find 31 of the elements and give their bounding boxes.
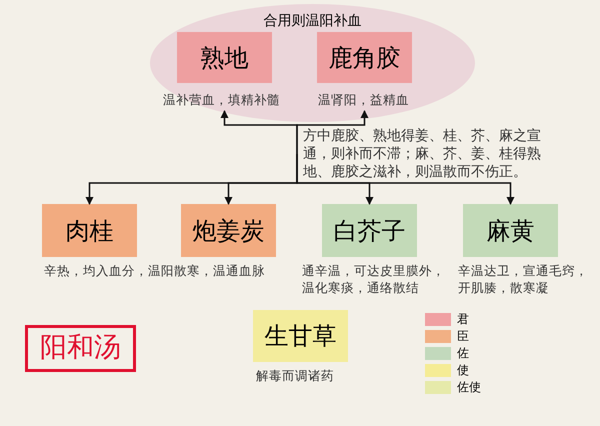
arrow bbox=[296, 154, 514, 205]
note-text: 方中鹿胶、熟地得姜、桂、芥、麻之宣通，则补而不滞；麻、芥、姜、桂得熟地、鹿胶之滋补，则温散而不伤正。 bbox=[303, 127, 542, 181]
effect-caption: 温补营血，填精补髓 bbox=[163, 91, 281, 108]
effect-caption: 辛温达卫，宣通毛窍，开肌腠，散寒凝 bbox=[458, 262, 589, 296]
herb-name: 白芥子 bbox=[334, 216, 406, 246]
herb-box bbox=[463, 204, 558, 257]
herb-name: 炮姜炭 bbox=[192, 216, 264, 246]
legend-label: 使 bbox=[457, 363, 469, 378]
legend-label: 臣 bbox=[457, 329, 469, 344]
herb-box bbox=[317, 32, 412, 83]
legend-label: 君 bbox=[457, 312, 469, 327]
herb-name: 鹿角胶 bbox=[328, 42, 400, 74]
herb-box bbox=[42, 204, 137, 257]
herb-box bbox=[322, 204, 417, 257]
herb-name: 麻黄 bbox=[486, 216, 534, 246]
effect-caption: 辛热，均入血分，温阳散寒，温通血脉 bbox=[44, 262, 266, 279]
herb-box bbox=[181, 204, 276, 257]
herb-box bbox=[253, 310, 348, 362]
legend-label: 佐 bbox=[457, 346, 469, 361]
herb-name: 生甘草 bbox=[264, 321, 336, 352]
herb-name: 肉桂 bbox=[66, 216, 114, 246]
arrow bbox=[296, 110, 368, 154]
herb-name: 阳和汤 bbox=[40, 331, 121, 366]
herb-box bbox=[177, 32, 272, 83]
herb-name: 熟地 bbox=[200, 42, 248, 74]
effect-caption: 通辛温，可达皮里膜外，温化寒痰，通络散结 bbox=[302, 262, 446, 296]
legend-label: 佐使 bbox=[457, 380, 481, 395]
formula-name-frame bbox=[25, 325, 136, 372]
group-title: 合用则温阳补血 bbox=[264, 12, 362, 30]
effect-caption: 解毒而调诸药 bbox=[256, 367, 335, 384]
effect-caption: 温肾阳，益精血 bbox=[318, 91, 410, 108]
